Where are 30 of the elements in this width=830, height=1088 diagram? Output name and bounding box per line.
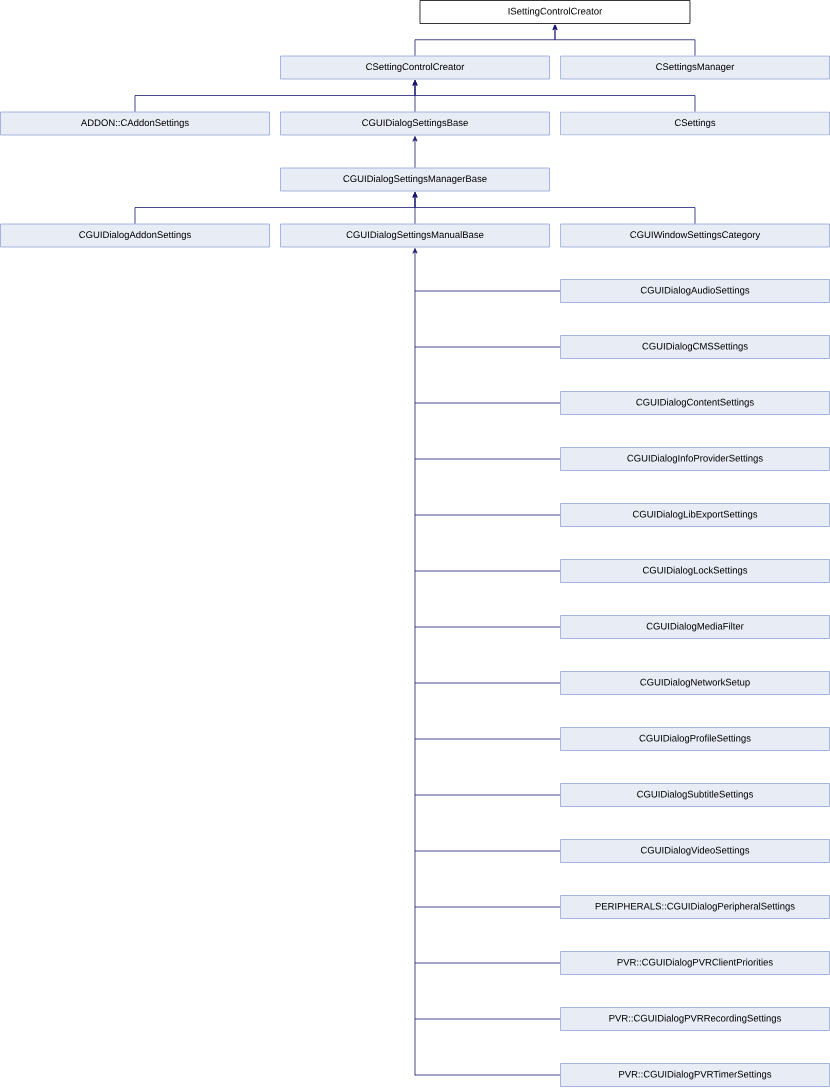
- arrow: [412, 248, 418, 1076]
- arrow: [412, 136, 418, 168]
- class-box: CGUIDialogSettingsBase: [280, 111, 550, 136]
- class-box: PVR::CGUIDialogPVRTimerSettings: [560, 1063, 830, 1087]
- class-box: ADDON::CAddonSettings: [0, 111, 270, 136]
- class-box: CSettingsManager: [560, 55, 830, 80]
- arrow: [412, 192, 696, 224]
- class-box: CGUIWindowSettingsCategory: [560, 223, 830, 248]
- class-box: CGUIDialogProfileSettings: [560, 727, 830, 751]
- class-box: CGUIDialogMediaFilter: [560, 615, 830, 639]
- arrow: [412, 80, 696, 112]
- class-box: CGUIDialogVideoSettings: [560, 839, 830, 863]
- class-box: CGUIDialogContentSettings: [560, 391, 830, 415]
- arrow: [552, 24, 696, 56]
- class-box: CGUIDialogSettingsManualBase: [280, 223, 550, 248]
- class-box: ISettingControlCreator: [419, 0, 691, 24]
- class-box: CGUIDialogAudioSettings: [560, 279, 830, 303]
- class-box: PERIPHERALS::CGUIDialogPeripheralSettings: [560, 895, 830, 919]
- class-box: CSettingControlCreator: [280, 55, 550, 80]
- class-box: CGUIDialogAddonSettings: [0, 223, 270, 248]
- class-box: CGUIDialogNetworkSetup: [560, 671, 830, 695]
- class-box: CGUIDialogSubtitleSettings: [560, 783, 830, 807]
- class-box: CGUIDialogCMSSettings: [560, 335, 830, 359]
- class-box: CSettings: [560, 111, 830, 136]
- class-box: PVR::CGUIDialogPVRClientPriorities: [560, 951, 830, 975]
- class-box: PVR::CGUIDialogPVRRecordingSettings: [560, 1007, 830, 1031]
- class-box: CGUIDialogLockSettings: [560, 559, 830, 583]
- class-box: CGUIDialogLibExportSettings: [560, 503, 830, 527]
- class-box: CGUIDialogSettingsManagerBase: [280, 167, 550, 192]
- class-box: CGUIDialogInfoProviderSettings: [560, 447, 830, 471]
